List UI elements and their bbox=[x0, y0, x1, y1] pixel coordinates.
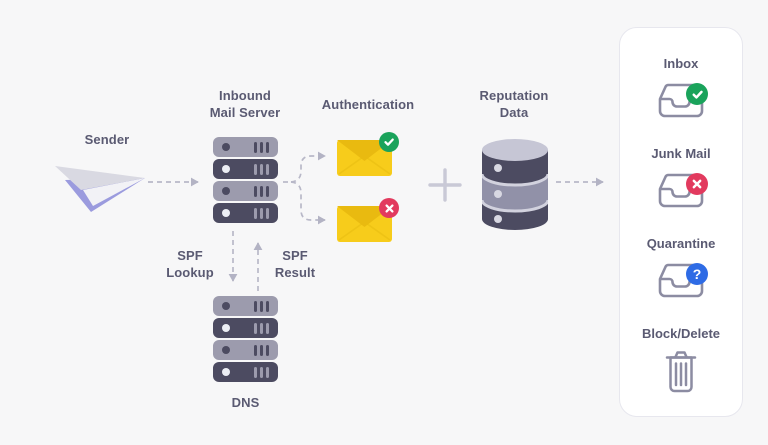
server-unit bbox=[213, 362, 278, 382]
outcome-inbox: Inbox bbox=[656, 56, 708, 118]
paper-plane-icon bbox=[55, 166, 145, 212]
dns-server-icon bbox=[213, 296, 278, 382]
database-icon bbox=[482, 139, 548, 230]
cross-badge-icon bbox=[686, 173, 708, 195]
trash-icon bbox=[665, 351, 697, 393]
quarantine-label: Quarantine bbox=[646, 236, 716, 251]
inbound-mail-server-label: Inbound Mail Server bbox=[209, 88, 281, 120]
delivery-outcomes-panel: Inbox Junk Mail bbox=[619, 27, 743, 417]
server-unit bbox=[213, 137, 278, 157]
spf-result-label: SPF Result bbox=[274, 248, 316, 280]
server-unit bbox=[213, 181, 278, 201]
question-badge-icon: ? bbox=[686, 263, 708, 285]
server-unit bbox=[213, 340, 278, 360]
mail-server-icon bbox=[213, 137, 278, 223]
server-unit bbox=[213, 159, 278, 179]
outcome-block-delete: Block/Delete bbox=[641, 326, 721, 393]
svg-text:?: ? bbox=[693, 266, 702, 282]
outcome-junk-mail: Junk Mail bbox=[651, 146, 711, 208]
spf-lookup-label: SPF Lookup bbox=[166, 248, 214, 280]
reputation-data-label: Reputation Data bbox=[479, 88, 549, 120]
envelope-check-icon bbox=[337, 132, 399, 176]
dns-label: DNS bbox=[231, 395, 260, 410]
arrow-server-to-fail bbox=[290, 181, 326, 225]
cross-badge-icon bbox=[379, 198, 399, 218]
envelope-icon bbox=[337, 206, 392, 242]
inbox-label: Inbox bbox=[663, 56, 699, 71]
server-unit bbox=[213, 203, 278, 223]
plus-icon bbox=[428, 168, 462, 202]
envelope-icon bbox=[337, 140, 392, 176]
check-badge-icon bbox=[379, 132, 399, 152]
sender-label: Sender bbox=[84, 132, 130, 147]
server-unit bbox=[213, 296, 278, 316]
server-unit bbox=[213, 318, 278, 338]
authentication-label: Authentication bbox=[321, 97, 415, 112]
arrow-server-to-pass bbox=[290, 151, 326, 183]
envelope-cross-icon bbox=[337, 198, 399, 242]
outcome-quarantine: Quarantine ? bbox=[646, 236, 716, 298]
check-badge-icon bbox=[686, 83, 708, 105]
block-delete-label: Block/Delete bbox=[641, 326, 721, 341]
junk-mail-label: Junk Mail bbox=[651, 146, 711, 161]
